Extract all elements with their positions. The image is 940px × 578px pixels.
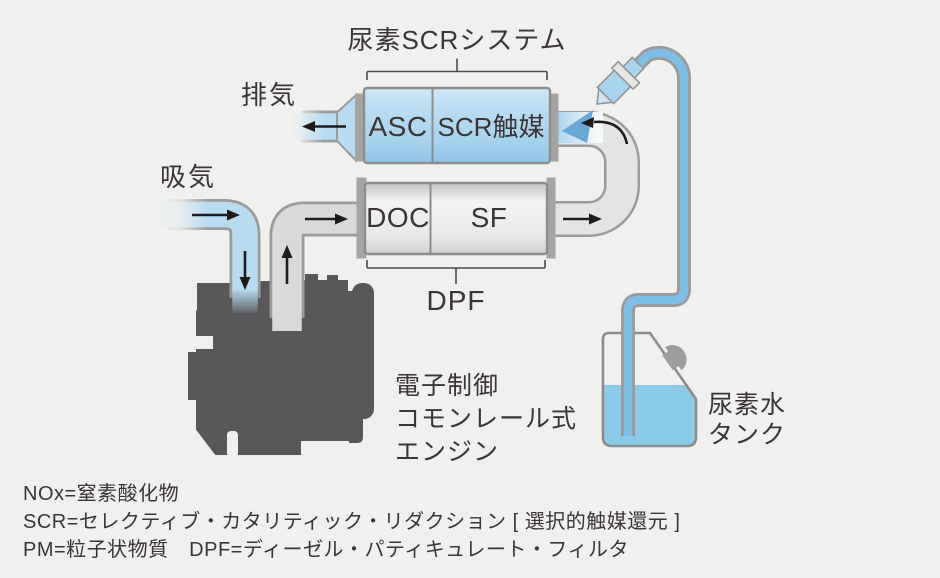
urea-line-fill: [623, 48, 689, 436]
scr-system-bracket: [366, 58, 548, 80]
system-title-label: 尿素SCRシステム: [347, 25, 567, 55]
dpf-left-flange: [356, 177, 367, 259]
asc-label: ASC: [368, 111, 428, 142]
scr-left-flange: [355, 93, 365, 162]
urea-spray-cone: [562, 110, 593, 143]
dpf-label: DPF: [426, 285, 486, 316]
intake-in-arrow: [192, 209, 240, 221]
intake-down-arrow: [239, 251, 251, 290]
scr-muffler: [336, 86, 559, 165]
tank-label-line2: タンク: [708, 421, 787, 449]
scr-right-flange: [549, 93, 559, 162]
engine-silhouette: [188, 274, 374, 455]
tank-filler-cap-icon: [662, 345, 687, 371]
engine-exhaust-up-arrow: [281, 245, 293, 284]
tank-label-line1: 尿素水: [708, 391, 787, 419]
urea-injector-icon: [596, 56, 645, 105]
legend-line-scr: SCR=セレクティブ・カタリティック・リダクション [ 選択的触媒還元 ]: [23, 511, 681, 533]
engine-label-line2: コモンレール式: [395, 405, 578, 433]
junction-curved-arrow: [581, 117, 629, 145]
legend-line-pm-dpf: PM=粒子状物質 DPF=ディーゼル・パティキュレート・フィルタ: [23, 539, 629, 561]
scr-box-body: [362, 86, 552, 165]
exhaust-label: 排気: [240, 80, 298, 110]
engine-exhaust-pipe: [269, 201, 360, 331]
sf-label: SF: [470, 202, 508, 233]
to-dpf-arrow: [305, 213, 348, 225]
tank-outline: [601, 331, 698, 448]
engine-cutouts: [192, 336, 349, 457]
intake-pipe-dark-fade: [231, 289, 259, 314]
engine-label-line1: 電子制御: [395, 372, 500, 400]
urea-tank: [601, 331, 698, 448]
dpf-out-arrow: [563, 213, 602, 225]
dpf-muffler: [356, 177, 556, 259]
legend-line-nox: NOx=窒素酸化物: [23, 483, 180, 505]
engine-label-line3: エンジン: [395, 438, 500, 466]
tank-label: 尿素水 タンク: [708, 390, 786, 450]
intake-label: 吸気: [159, 162, 217, 192]
legend: NOx=窒素酸化物 SCR=セレクティブ・カタリティック・リダクション [ 選択…: [23, 480, 680, 564]
dpf-bracket: [366, 260, 546, 284]
exhaust-out-arrow: [302, 121, 346, 132]
dpf-right-flange: [546, 177, 556, 259]
tank-liquid: [603, 385, 696, 446]
urea-line-outline: [621, 45, 691, 436]
urea-supply-line: [621, 45, 691, 436]
doc-label: DOC: [366, 202, 430, 233]
scr-catalyst-label: SCR触媒: [437, 112, 545, 142]
flow-arrows: [192, 117, 629, 290]
dpf-box-body: [363, 181, 549, 256]
exhaust-return-pipe: [553, 110, 640, 237]
engine-label: 電子制御 コモンレール式 エンジン: [395, 370, 577, 469]
